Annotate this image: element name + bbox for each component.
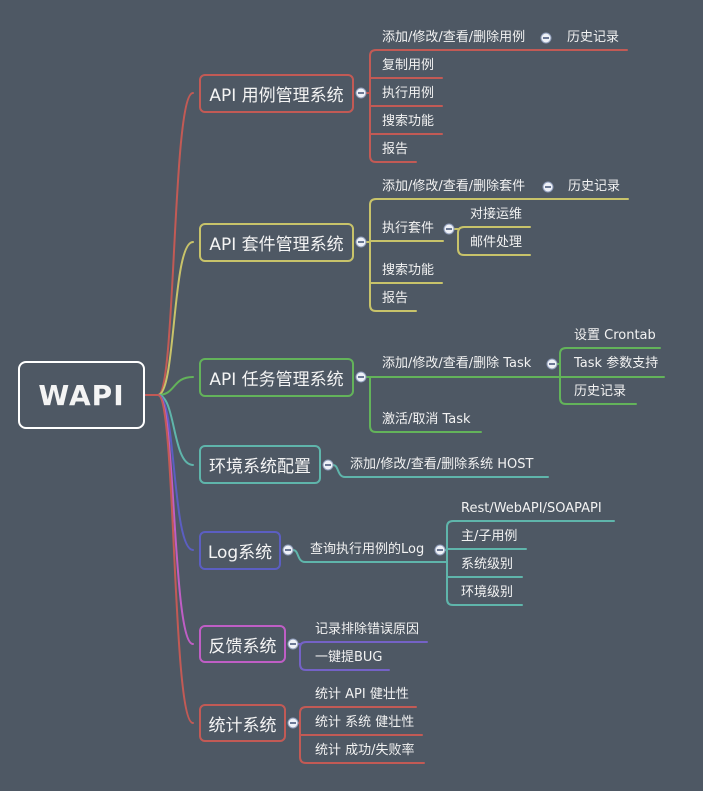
subtopic-case-report[interactable]: 报告	[382, 142, 409, 157]
subtopic-case-search[interactable]: 搜索功能	[382, 114, 435, 129]
connector-root-to-stats	[145, 394, 194, 724]
suite-mgmt-lines	[365, 198, 629, 312]
subtopic-rest-webapi-soapapi[interactable]: Rest/WebAPI/SOAPAPI	[461, 501, 602, 516]
subtopic-task-activate[interactable]: 激活/取消 Task	[382, 412, 471, 427]
log-lines	[292, 520, 615, 606]
subtopic-task-history[interactable]: 历史记录	[574, 384, 627, 399]
task-mgmt-lines	[365, 347, 665, 433]
case-mgmt-lines	[365, 49, 628, 163]
subtopic-main-sub-case[interactable]: 主/子用例	[461, 529, 518, 544]
feedback-lines	[297, 641, 428, 671]
topic-feedback-system[interactable]: 反馈系统	[199, 625, 286, 663]
subtopic-suite-history[interactable]: 历史记录	[568, 179, 621, 194]
subtopic-copy-case[interactable]: 复制用例	[382, 58, 435, 73]
subtopic-record-error-cause[interactable]: 记录排除错误原因	[315, 622, 420, 637]
collapse-toggle-case-mgmt[interactable]	[355, 87, 367, 99]
env-config-lines	[332, 464, 549, 478]
collapse-toggle-log[interactable]	[282, 544, 294, 556]
collapse-toggle-stats[interactable]	[287, 717, 299, 729]
collapse-toggle-feedback[interactable]	[287, 638, 299, 650]
topic-env-config[interactable]: 环境系统配置	[199, 445, 321, 484]
subtopic-case-history[interactable]: 历史记录	[567, 30, 620, 45]
root-topic[interactable]: WAPI	[18, 361, 145, 429]
connector-root-to-case-mgmt	[145, 92, 194, 396]
topic-api-case-management[interactable]: API 用例管理系统	[199, 74, 354, 113]
collapse-toggle-query-log[interactable]	[434, 544, 446, 556]
subtopic-run-case[interactable]: 执行用例	[382, 86, 435, 101]
subtopic-task-crud[interactable]: 添加/修改/查看/删除 Task	[382, 356, 532, 371]
stats-lines	[297, 706, 425, 764]
topic-api-task-management[interactable]: API 任务管理系统	[199, 358, 354, 397]
connector-root-to-suite-mgmt	[145, 241, 194, 396]
collapse-toggle-suite-mgmt[interactable]	[355, 236, 367, 248]
subtopic-mail-handling[interactable]: 邮件处理	[470, 235, 523, 250]
subtopic-system-robustness[interactable]: 统计 系统 健壮性	[315, 715, 415, 730]
subtopic-host-crud[interactable]: 添加/修改/查看/删除系统 HOST	[350, 457, 534, 472]
collapse-toggle-case-crud[interactable]	[540, 32, 552, 44]
collapse-toggle-run-suite[interactable]	[443, 223, 455, 235]
subtopic-ops-integration[interactable]: 对接运维	[470, 207, 523, 222]
collapse-toggle-env-config[interactable]	[322, 459, 334, 471]
subtopic-success-failure-rate[interactable]: 统计 成功/失败率	[315, 743, 415, 758]
topic-log-system[interactable]: Log系统	[199, 531, 281, 570]
subtopic-run-suite[interactable]: 执行套件	[382, 221, 435, 236]
collapse-toggle-task-crud[interactable]	[546, 358, 558, 370]
root-connectors	[145, 92, 194, 724]
connector-root-to-task-mgmt	[145, 376, 194, 396]
subtopic-query-log[interactable]: 查询执行用例的Log	[310, 542, 425, 557]
subtopic-one-click-bug[interactable]: 一键提BUG	[315, 650, 383, 665]
subtopic-suite-report[interactable]: 报告	[382, 291, 409, 306]
subtopic-set-crontab[interactable]: 设置 Crontab	[574, 328, 656, 343]
topic-stats-system[interactable]: 统计系统	[199, 704, 286, 742]
subtopic-suite-crud[interactable]: 添加/修改/查看/删除套件	[382, 179, 526, 194]
subtopic-system-level[interactable]: 系统级别	[461, 557, 514, 572]
topic-api-suite-management[interactable]: API 套件管理系统	[199, 223, 354, 262]
collapse-toggle-suite-crud[interactable]	[542, 181, 554, 193]
subtopic-env-level[interactable]: 环境级别	[461, 585, 514, 600]
subtopic-task-params[interactable]: Task 参数支持	[574, 356, 659, 371]
subtopic-case-crud[interactable]: 添加/修改/查看/删除用例	[382, 30, 526, 45]
subtopic-api-robustness[interactable]: 统计 API 健壮性	[315, 687, 409, 702]
subtopic-suite-search[interactable]: 搜索功能	[382, 263, 435, 278]
collapse-toggle-task-mgmt[interactable]	[355, 371, 367, 383]
